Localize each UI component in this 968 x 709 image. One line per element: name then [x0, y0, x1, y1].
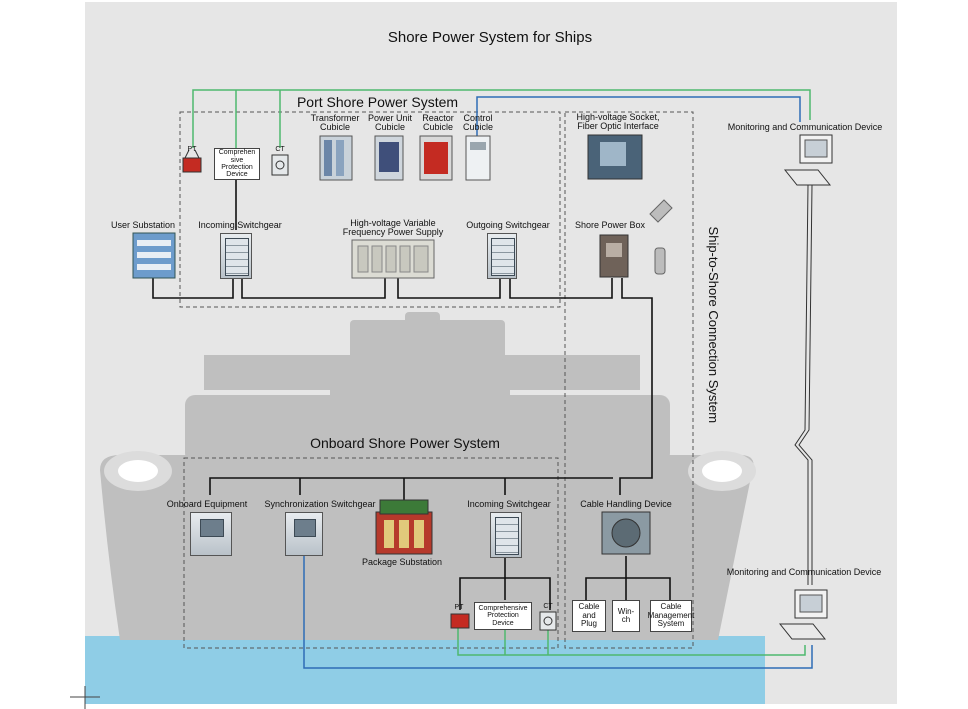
diagram-title: Shore Power System for Ships — [387, 29, 593, 46]
monitor-link — [794, 184, 813, 585]
ct-icon — [271, 154, 289, 176]
onboard-section-label: Onboard Shore Power System — [310, 435, 500, 451]
pt-transformer-icon-onboard — [450, 613, 470, 629]
port-section-label: Port Shore Power System — [296, 94, 459, 110]
cable-handling-label: Cable Handling Device — [580, 499, 672, 509]
sync-switchgear-cabinet — [285, 512, 323, 556]
package-substation-graphic — [375, 499, 433, 555]
cable-handling-graphic — [601, 511, 651, 555]
reactor-cubicle-graphic — [419, 135, 453, 181]
monitor-top-label: Monitoring and Communication Device — [727, 122, 883, 132]
substation-building-icon — [132, 232, 176, 279]
onboard-ct-label: CT — [543, 603, 553, 610]
section-borders — [179, 111, 694, 649]
incoming-switchgear-label: Incoming Switchgear — [198, 220, 282, 230]
hv-socket-graphic — [587, 134, 643, 180]
monitor-bottom-label: Monitoring and Communication Device — [726, 567, 882, 577]
user-substation-label: User Substation — [110, 220, 176, 230]
outgoing-switchgear-label: Outgoing Switchgear — [466, 220, 550, 230]
sync-switchgear-label: Synchronization Switchgear — [264, 499, 376, 509]
ct-icon-onboard — [539, 611, 557, 631]
ct-label: CT — [275, 146, 285, 153]
onboard-equipment-cabinet — [190, 512, 232, 556]
onboard-incoming-switchgear-cabinet — [490, 512, 522, 558]
plug-icon — [649, 199, 673, 275]
onboard-incoming-switchgear-label: Incoming Switchgear — [467, 499, 551, 509]
signal-lines — [192, 89, 811, 656]
control-cubicle-graphic — [465, 135, 491, 181]
package-substation-label: Package Substation — [361, 557, 443, 567]
onboard-pt-label: PT — [454, 604, 464, 611]
fiber-lines — [303, 96, 813, 669]
pt-label: PT — [187, 146, 197, 153]
sea-area — [85, 636, 765, 704]
computer-monitor-icon-bottom — [778, 589, 828, 640]
ship-silhouette — [100, 312, 754, 640]
onboard-equipment-label: Onboard Equipment — [166, 499, 248, 509]
pt-transformer-icon — [182, 149, 202, 173]
transformer-cubicle-graphic — [319, 135, 353, 181]
corner-mark — [70, 686, 100, 709]
hv-vfps-graphic — [351, 239, 435, 279]
ship-portholes — [104, 451, 756, 491]
shore-power-box-label: Shore Power Box — [574, 220, 646, 230]
ship-to-shore-section-label: Ship-to-Shore Connection System — [705, 226, 721, 424]
outgoing-switchgear-cabinet — [487, 233, 517, 279]
power-lines — [152, 180, 671, 610]
incoming-switchgear-cabinet — [220, 233, 252, 279]
computer-monitor-icon — [783, 134, 833, 186]
winch-box: Win-ch — [612, 600, 640, 632]
power-unit-cubicle-graphic — [374, 135, 404, 181]
hv-socket-label: High-voltage Socket,Fiber Optic Interfac… — [576, 112, 660, 132]
shore-power-box-graphic — [599, 234, 629, 278]
